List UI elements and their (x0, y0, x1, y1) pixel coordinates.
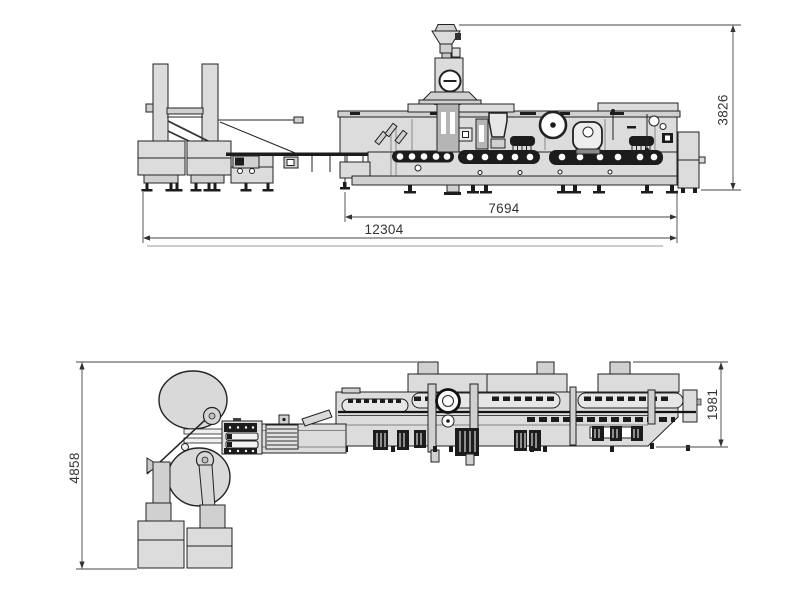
raised-deck-right (597, 102, 679, 112)
arrowhead (345, 214, 352, 220)
web-conveyor-rail (226, 152, 386, 156)
service-bridge-tab (536, 361, 555, 376)
tilted-guides (374, 122, 408, 146)
plan-view: 4858 1981 (67, 361, 728, 570)
dim-label-overall-width: 4858 (67, 452, 82, 483)
arrowhead (718, 439, 724, 447)
reel-column-left (152, 63, 169, 144)
unwind-base-plan-right (186, 527, 233, 569)
dim-label-overall-height: 3826 (716, 94, 731, 125)
gripper-comb-right (629, 136, 654, 146)
dimension-12304: 12304 (142, 192, 677, 243)
machine-feet (404, 184, 678, 195)
arrowhead (79, 561, 85, 569)
discharge-block (682, 389, 698, 423)
arrowhead (718, 362, 724, 370)
cross-post (569, 386, 577, 446)
arrowhead (143, 235, 150, 241)
guard-block (597, 373, 680, 393)
infeed-conveyor-side (226, 152, 386, 190)
arrowhead (670, 214, 677, 220)
hopper-skirt (421, 91, 479, 101)
dimension-7694: 7694 (344, 190, 678, 243)
arrowhead (670, 235, 677, 241)
dim-label-machine-width: 1981 (705, 389, 720, 420)
service-bridge-tab (417, 361, 439, 376)
raised-deck-left (407, 103, 515, 113)
unwind-base-plan-left (137, 520, 185, 569)
reel-column-right (201, 63, 219, 144)
infeed-conveyor-plan (221, 409, 347, 455)
tool-combs (373, 426, 643, 456)
side-view: 3826 7694 12304 (137, 24, 741, 247)
cross-post (427, 383, 437, 453)
dim-label-machine-length: 7694 (488, 201, 519, 216)
arm-pedestal-left (152, 461, 171, 510)
hopper-station-2 (488, 112, 508, 138)
service-bridge-tab (609, 361, 631, 376)
hopper-side (418, 24, 482, 105)
web-strip (183, 437, 227, 444)
dimension-3826: 3826 (459, 24, 741, 191)
machine-body-plan (329, 361, 702, 466)
cross-post (647, 389, 656, 425)
reel-stand-side (137, 63, 304, 192)
arrowhead (730, 183, 736, 190)
leveling-feet (141, 183, 274, 192)
guide-plate (301, 409, 333, 427)
guard-block (486, 373, 568, 393)
machine-body-side (337, 100, 681, 195)
arrowhead (79, 362, 85, 370)
dimension-1981: 1981 (633, 361, 728, 448)
web-path-line (219, 121, 301, 156)
dimension-4858: 4858 (67, 361, 417, 570)
feeder-unit (436, 103, 460, 153)
electrical-cabinet-side (677, 131, 706, 193)
hopper-cap (434, 24, 458, 32)
machine-base (351, 175, 678, 186)
reel-unwinder-plan (137, 370, 233, 569)
arrowhead (730, 25, 736, 32)
dim-label-overall-length: 12304 (364, 222, 403, 237)
gripper-comb-left (510, 136, 535, 146)
